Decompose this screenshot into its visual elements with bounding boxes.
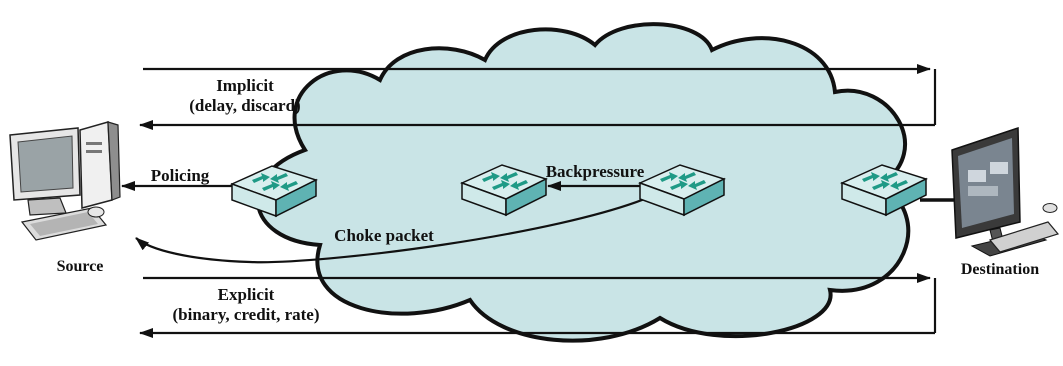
destination-computer-icon	[951, 126, 1060, 257]
backpressure-label: Backpressure	[546, 162, 645, 181]
destination-label: Destination	[961, 261, 1039, 278]
network-cloud	[255, 22, 911, 343]
policing-label: Policing	[151, 166, 210, 185]
source-computer-icon	[9, 121, 121, 241]
implicit-sub-label: (delay, discard)	[189, 96, 300, 115]
explicit-label: Explicit	[218, 285, 275, 304]
implicit-label: Implicit	[216, 76, 274, 95]
explicit-sub-label: (binary, credit, rate)	[173, 305, 320, 324]
choke-packet-label: Choke packet	[334, 226, 434, 245]
source-label: Source	[57, 258, 104, 275]
choke-packet-arrow	[135, 194, 653, 264]
